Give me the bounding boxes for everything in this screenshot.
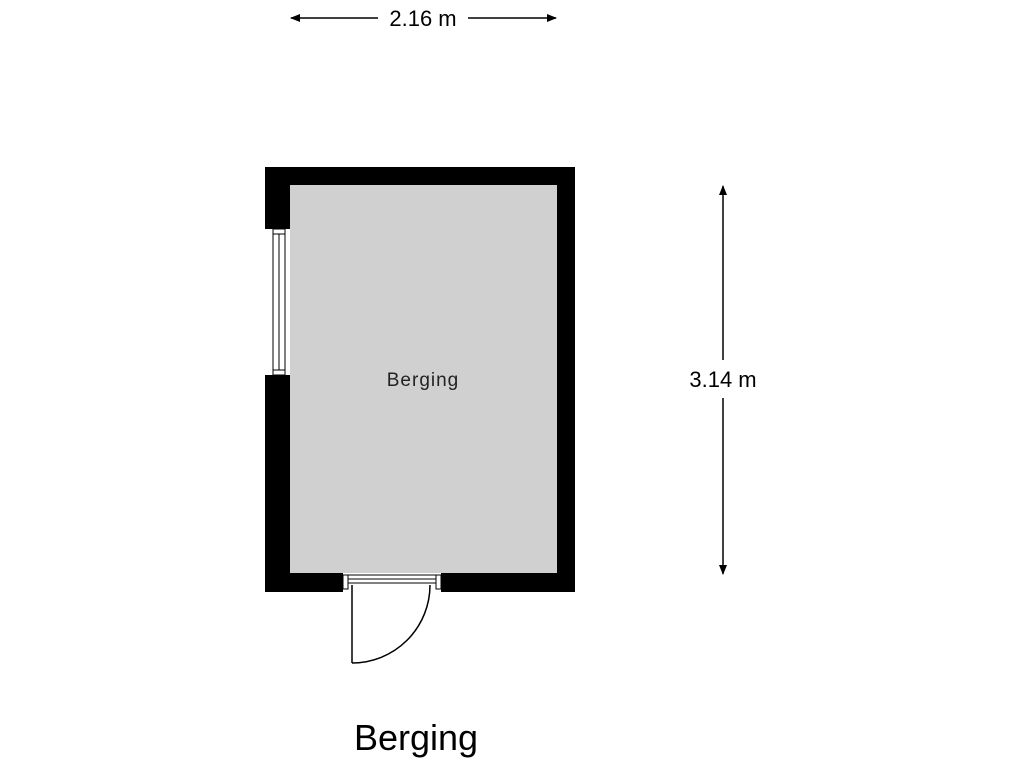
window-jamb-bottom — [272, 369, 286, 376]
room-floor — [290, 185, 557, 573]
walls — [265, 167, 575, 592]
window-jamb-top — [272, 228, 286, 235]
wall-bottom-right — [441, 573, 575, 592]
wall-left-upper — [265, 167, 290, 229]
door-swing-arc — [351, 584, 431, 664]
door-jamb-right — [435, 574, 442, 590]
plan-title: Berging — [354, 717, 478, 758]
window-left — [272, 228, 286, 376]
width-dimension-label: 2.16 m — [389, 6, 456, 31]
wall-left-lower — [265, 375, 290, 592]
height-dimension-label: 3.14 m — [689, 367, 756, 392]
door — [342, 574, 442, 664]
height-dimension: 3.14 m — [689, 185, 757, 575]
wall-top — [265, 167, 575, 185]
wall-right — [557, 167, 575, 592]
room-label: Berging — [387, 370, 460, 391]
door-jamb-left — [342, 574, 349, 590]
wall-bottom-left — [265, 573, 343, 592]
width-dimension: 2.16 m — [290, 6, 557, 31]
